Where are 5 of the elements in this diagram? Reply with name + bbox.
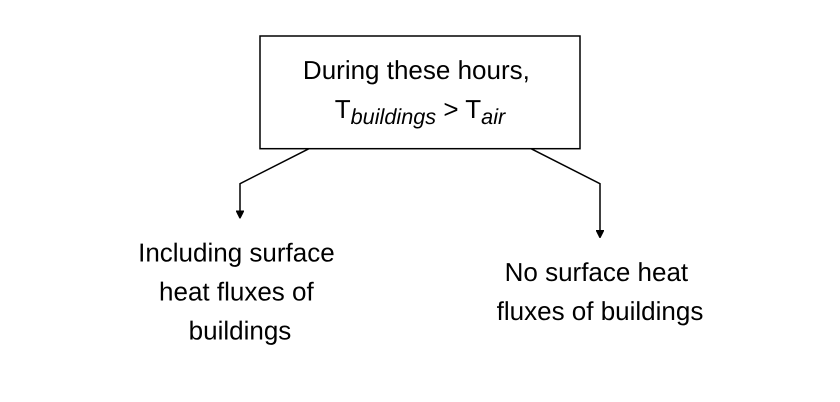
arrow: [236, 148, 310, 220]
node-box: During these hours, T$_{buildings}$ > T$_{air}$: [259, 35, 581, 150]
node-text: Including surface heat fluxes of buildings: [138, 238, 335, 346]
arrow: [530, 148, 604, 239]
node-text: No surface heat fluxes of buildings: [496, 257, 704, 326]
